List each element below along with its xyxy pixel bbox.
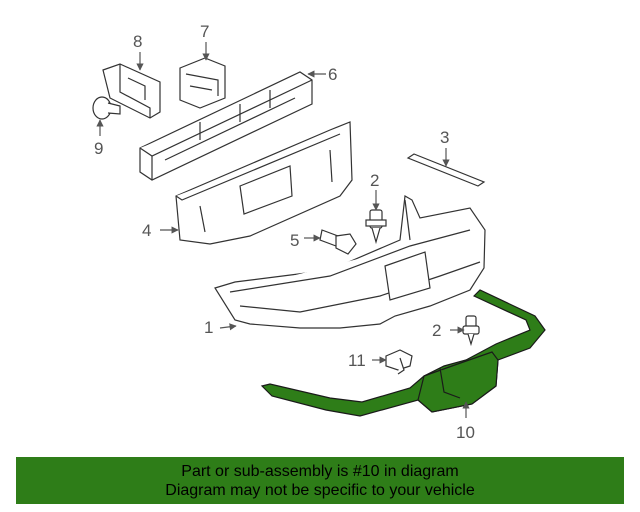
- callout-label: 5: [290, 231, 299, 250]
- callout-leaders: [96, 42, 470, 418]
- callout-label: 3: [440, 128, 449, 147]
- part-11-bolt: [385, 349, 413, 375]
- part-4-energy-absorber: [175, 121, 353, 245]
- callout-label: 10: [456, 423, 475, 442]
- part-2-upper-clip: [365, 209, 387, 245]
- part-1-bumper-cover: [214, 195, 486, 329]
- part-8-bracket: [102, 63, 161, 119]
- callout-label: 1: [204, 318, 213, 337]
- callout-label: 7: [200, 22, 209, 41]
- callout-label: 2: [432, 321, 441, 340]
- callout-label: 4: [142, 221, 151, 240]
- part-6-reinforcement-bar: [139, 71, 313, 181]
- info-banner: Part or sub-assembly is #10 in diagram D…: [16, 457, 624, 504]
- part-10-lower-valance: [260, 289, 546, 417]
- callout-label: 2: [370, 171, 379, 190]
- banner-line-disclaimer: Diagram may not be specific to your vehi…: [165, 482, 475, 499]
- part-5-bolt: [319, 229, 357, 255]
- part-3-strip: [406, 153, 486, 187]
- banner-line-part-info: Part or sub-assembly is #10 in diagram: [181, 463, 459, 480]
- callout-label: 6: [328, 65, 337, 84]
- callout-label: 11: [348, 351, 366, 370]
- part-7-bracket: [179, 57, 226, 109]
- part-9-push-pin: [92, 96, 121, 120]
- part-2-lower-clip: [462, 315, 480, 347]
- exploded-parts-diagram: 8 7 6 9 3 2 4 5 1 2 11 10: [92, 22, 546, 442]
- callout-label: 8: [133, 32, 142, 51]
- callout-label: 9: [94, 139, 103, 158]
